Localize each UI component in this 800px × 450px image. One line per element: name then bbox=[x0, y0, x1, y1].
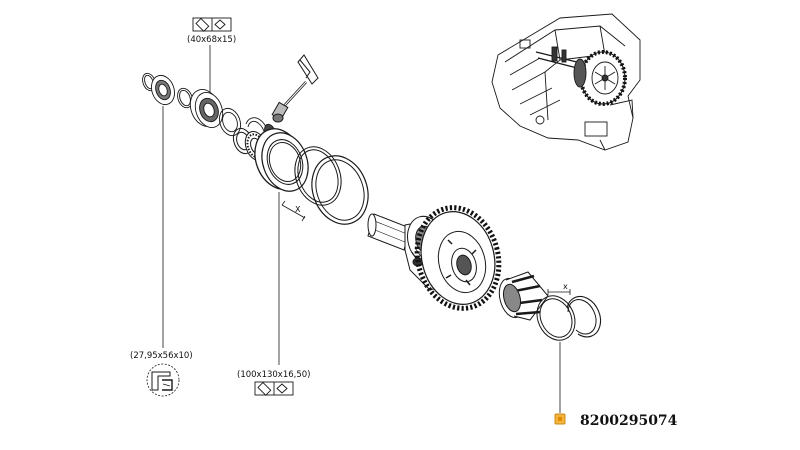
bearing-size-icon bbox=[192, 17, 232, 32]
pin-and-clip bbox=[271, 54, 319, 123]
left-bearing-callout: (27,95x56x10) bbox=[130, 351, 193, 397]
differential-crown-wheel bbox=[367, 205, 502, 311]
bottom-bearing-callout: (100x130x16,50) bbox=[237, 370, 310, 396]
part-number-callout[interactable]: 8200295074 bbox=[554, 413, 678, 429]
bearing-size-icon-bottom bbox=[254, 381, 294, 396]
differential-bearing-group bbox=[232, 127, 369, 225]
shim-letter: X bbox=[295, 205, 301, 214]
shim-letter-small: x bbox=[563, 282, 568, 291]
top-bearing-callout: (40x68x15) bbox=[187, 17, 236, 96]
bearing-top-dimensions: (40x68x15) bbox=[187, 35, 236, 45]
output-bearing-group bbox=[498, 271, 602, 341]
seal-icon bbox=[146, 363, 180, 397]
part-number-label[interactable]: 8200295074 bbox=[580, 413, 678, 429]
gearbox-overview-thumbnail bbox=[491, 13, 641, 151]
bearing-left-dimensions: (27,95x56x10) bbox=[130, 351, 193, 361]
bearing-bottom-dimensions: (100x130x16,50) bbox=[237, 370, 310, 380]
